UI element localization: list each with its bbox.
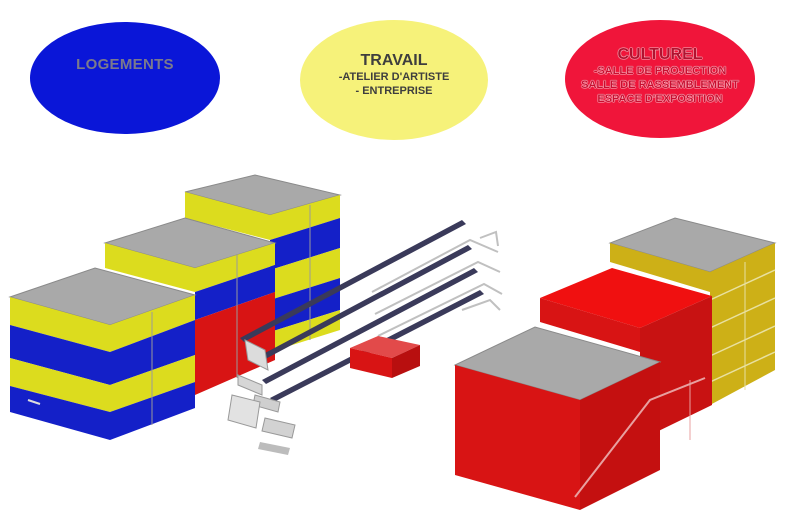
red-pavilion bbox=[350, 336, 420, 378]
housing-block bbox=[8, 174, 342, 440]
culturel-item-rassemblement: SALLE DE RASSEMBLEMENT bbox=[581, 79, 739, 91]
travail-item-atelier: -ATELIER D'ARTISTE bbox=[338, 71, 450, 83]
cultural-tower-back bbox=[608, 217, 777, 405]
housing-tower-middle bbox=[103, 217, 277, 395]
cultural-block bbox=[453, 217, 777, 510]
culturel-item-projection: -SALLE DE PROJECTION bbox=[593, 65, 727, 77]
logements-title: LOGEMENTS bbox=[76, 56, 174, 73]
logements-ellipse: LOGEMENTS bbox=[30, 22, 220, 134]
culturel-item-exposition: ESPACE D'EXPOSITION bbox=[597, 93, 723, 105]
culturel-title: CULTUREL bbox=[617, 46, 703, 63]
cultural-volume-front bbox=[453, 326, 706, 510]
travail-item-entreprise: - ENTREPRISE bbox=[355, 85, 433, 97]
travail-title: TRAVAIL bbox=[360, 52, 428, 69]
housing-tower-front bbox=[8, 267, 197, 440]
travail-ellipse: TRAVAIL -ATELIER D'ARTISTE - ENTREPRISE bbox=[300, 20, 488, 140]
culturel-ellipse: CULTUREL -SALLE DE PROJECTION SALLE DE R… bbox=[565, 20, 755, 138]
